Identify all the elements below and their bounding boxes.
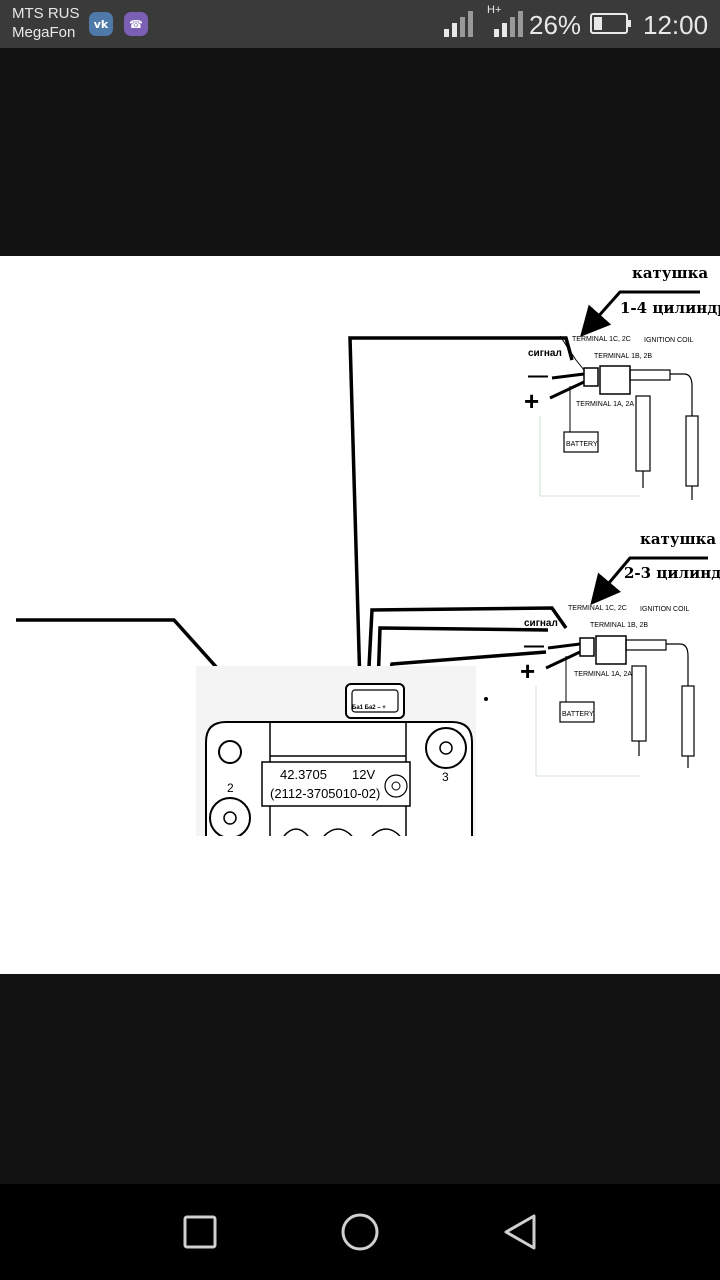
recent-apps-button[interactable] [178,1210,222,1254]
vk-icon: vk [89,12,113,36]
coil-top-terminal-1b: TERMINAL 1B, 2B [594,353,652,360]
module-connector-pins: Ба1 Ба2 – + [352,705,386,711]
signal-strength-icon-2 [494,11,523,37]
coil-top-subtitle: 1-4 цилиндр [620,299,720,317]
coil-bottom-subtitle: 2-3 цилиндр [624,564,720,582]
coil-top-terminal-1a: TERMINAL 1A, 2A [576,401,634,408]
coil-bottom-terminal-1c: TERMINAL 1C, 2C [568,605,627,612]
battery-percent: 26% [529,10,582,40]
home-button[interactable] [338,1210,382,1254]
coil-bottom-terminal-1b: TERMINAL 1B, 2B [590,622,648,629]
viber-icon: ☎ [124,12,148,36]
module-voltage: 12V [352,767,375,782]
coil-bottom-plus: + [520,656,535,686]
module-label-3: 3 [442,770,449,784]
wiring-lines [16,336,574,729]
coil-top-terminal-1c: TERMINAL 1C, 2C [572,336,631,343]
status-bar: MTS RUS MegaFon vk ☎ H+ 26% 12:00 [0,0,720,48]
image-viewer[interactable]: катушка 1-4 цилиндр TERMINAL 1C, 2C TERM… [0,256,720,974]
coil-top-battery: BATTERY [566,441,598,448]
coil-top-title: катушка [632,264,708,282]
coil-top-ignition-coil: IGNITION COIL [644,337,694,344]
module-label-2: 2 [227,781,234,795]
network-type-label: H+ [487,4,502,16]
wiring-diagram: катушка 1-4 цилиндр TERMINAL 1C, 2C TERM… [16,264,720,842]
coil-bottom-signal: сигнал [524,618,558,629]
clock: 12:00 [643,10,709,40]
coil-bottom-ignition-coil: IGNITION COIL [640,606,690,613]
carrier-name-2: MegaFon [12,24,76,41]
coil-top-minus: — [528,365,548,387]
coil-top-signal: сигнал [528,348,562,359]
coil-bottom-title: катушка [640,530,716,548]
coil-bottom-terminal-1a: TERMINAL 1A, 2A [574,671,632,678]
coil-top-plus: + [524,386,539,416]
ignition-module: Ба1 Ба2 – + 42.3705 12V (2112-3705010-02… [196,666,476,842]
triangle-back-icon [504,1214,536,1250]
module-part-number: 42.3705 [280,767,327,782]
coil-top-arrow [580,290,700,337]
carrier-name-1: MTS RUS [12,5,80,22]
coil-bottom-battery: BATTERY [562,711,594,718]
coil-bottom-arrow [590,556,708,606]
signal-strength-icon [444,11,473,37]
circle-icon [341,1213,379,1251]
coil-top-group: катушка 1-4 цилиндр TERMINAL 1C, 2C TERM… [524,264,720,500]
battery-icon [590,13,631,34]
coil-bottom-group: катушка 2-3 цилиндр TERMINAL 1C, 2C TERM… [520,530,720,777]
back-button[interactable] [498,1210,542,1254]
module-code: (2112-3705010-02) [270,786,380,801]
navigation-bar [0,1184,720,1280]
square-icon [183,1215,217,1249]
carrier-info: MTS RUS MegaFon [12,4,80,42]
